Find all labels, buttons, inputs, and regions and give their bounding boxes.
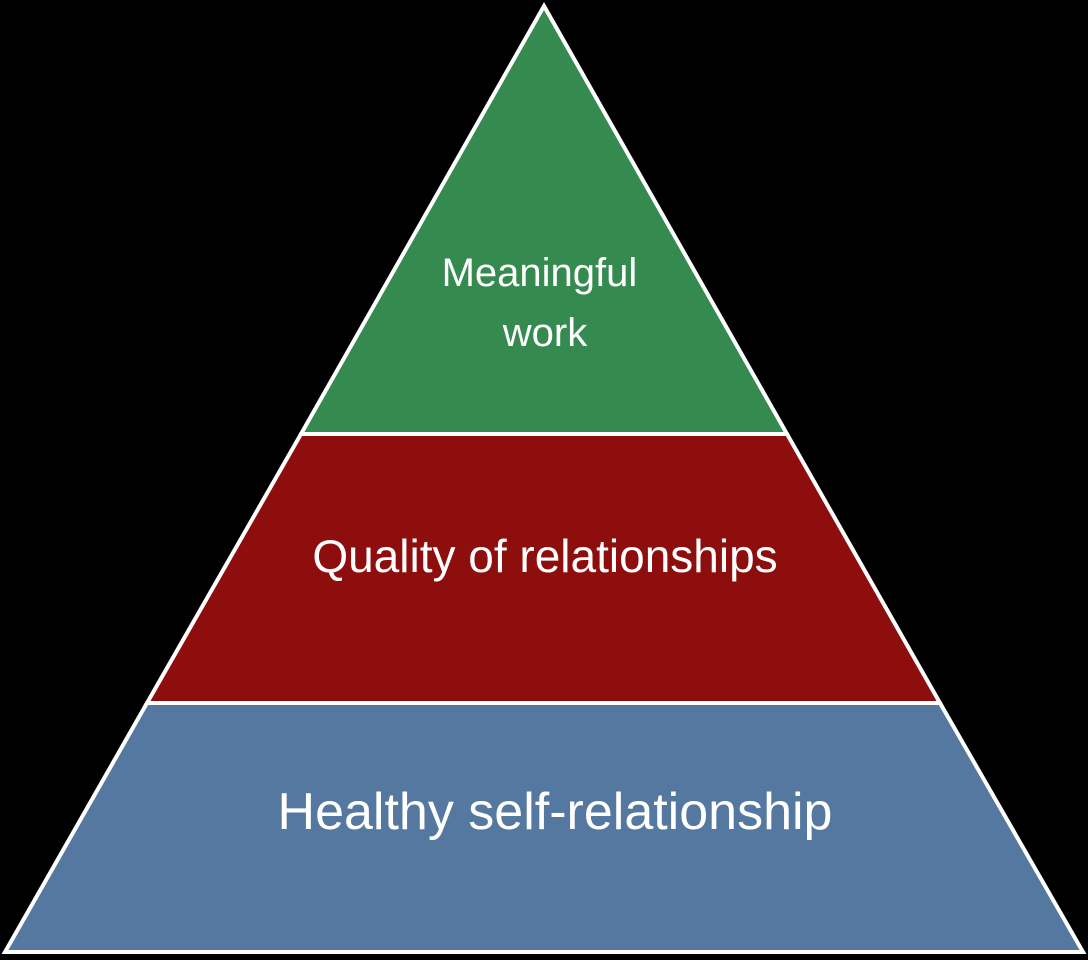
tier-middle-label-line-1: Quality of relationships — [312, 530, 777, 582]
tier-top-label-line-2: work — [502, 311, 588, 355]
tier-top-label-line-1: Meaningful — [442, 251, 638, 295]
tier-bottom-label-line-1: Healthy self-relationship — [278, 783, 833, 841]
tier-bottom-label: Healthy self-relationship — [278, 783, 833, 841]
tier-top-label: Meaningful work — [442, 251, 649, 355]
tier-middle-label: Quality of relationships — [312, 530, 777, 582]
tier-top-shape — [297, 1, 791, 436]
